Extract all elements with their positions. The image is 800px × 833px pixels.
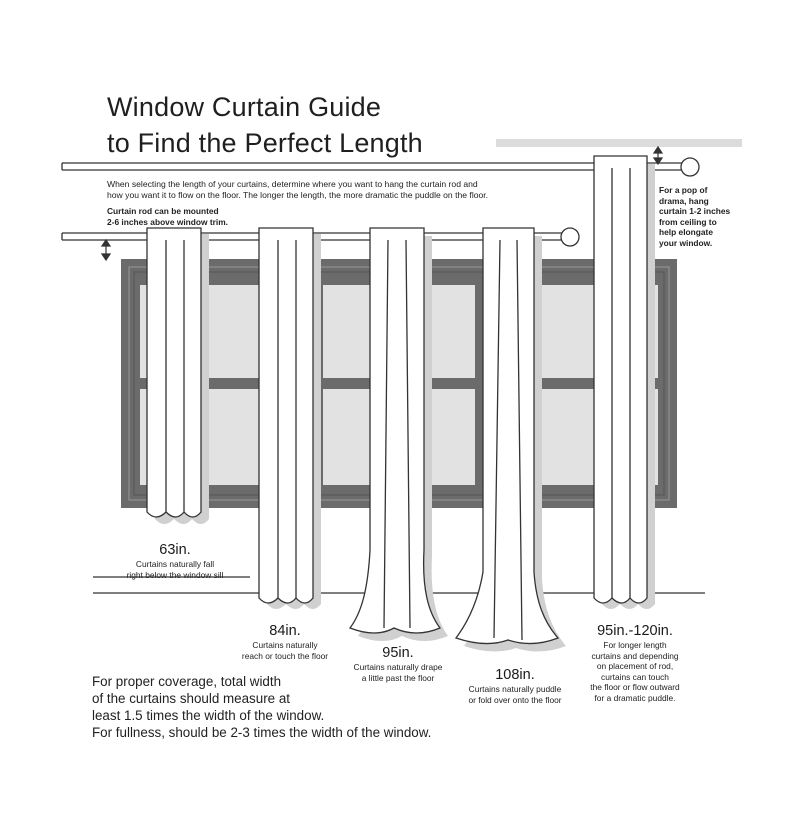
length-desc: curtains can touch [601, 671, 669, 682]
intro-text: When selecting the length of your curtai… [107, 179, 488, 201]
rod-note-line: 2-6 inches above window trim. [107, 216, 228, 227]
intro-line: When selecting the length of your curtai… [107, 179, 478, 189]
coverage-note: For proper coverage, total width of the … [92, 673, 431, 741]
length-value: 63in. [159, 542, 191, 558]
length-desc: Curtains naturally puddle [468, 684, 562, 694]
length-desc: reach or touch the floor [241, 650, 329, 661]
length-value: 95in.-120in. [597, 623, 673, 639]
drama-note: For a pop of drama, hang curtain 1-2 inc… [659, 185, 769, 248]
intro-line: how you want it to flow on the floor. Th… [107, 190, 489, 200]
curtain-63in [146, 227, 209, 524]
length-desc: curtains and depending [591, 650, 679, 661]
length-desc: right below the window sill [126, 569, 224, 580]
drama-note-line: help elongate [659, 227, 713, 237]
rod-mount-note: Curtain rod can be mounted 2-6 inches ab… [107, 206, 228, 227]
length-value: 84in. [269, 623, 301, 639]
drama-note-line: your window. [659, 237, 713, 248]
drama-note-line: For a pop of [659, 185, 708, 195]
label-95in: 95in. Curtains naturally drape a little … [328, 645, 468, 683]
rod-note-line: Curtain rod can be mounted [107, 206, 219, 216]
drama-note-line: from ceiling to [659, 216, 717, 227]
upper-curtain-rod [61, 157, 700, 177]
label-84in: 84in. Curtains naturally reach or touch … [215, 623, 355, 661]
length-desc: for a dramatic puddle. [594, 692, 676, 703]
length-desc: Curtains naturally fall [135, 559, 215, 569]
curtain-84in [258, 227, 321, 609]
length-desc: a little past the floor [361, 672, 435, 683]
length-value: 95in. [382, 645, 414, 661]
drama-note-line: drama, hang [659, 195, 709, 206]
length-desc: Curtains naturally [252, 640, 318, 650]
rod-height-arrow [100, 238, 112, 262]
length-desc: For longer length [603, 640, 667, 650]
curtain-95-120in [593, 155, 655, 609]
ceiling-gap-arrow [652, 145, 664, 166]
title-line-2: to Find the Perfect Length [107, 128, 423, 158]
curtain-108in [454, 227, 566, 652]
coverage-line: For fullness, should be 2-3 times the wi… [92, 725, 432, 740]
length-desc: Curtains naturally drape [353, 662, 443, 672]
curtain-95in [348, 227, 448, 641]
drama-note-line: curtain 1-2 inches [659, 206, 731, 216]
label-108in: 108in. Curtains naturally puddle or fold… [445, 667, 585, 705]
ceiling-bar [496, 139, 742, 147]
page-title: Window Curtain Guide to Find the Perfect… [107, 89, 423, 161]
length-desc: or fold over onto the floor [468, 694, 562, 705]
label-95-120in: 95in.-120in. For longer length curtains … [560, 623, 710, 703]
label-63in: 63in. Curtains naturally fall right belo… [100, 542, 250, 580]
length-value: 108in. [495, 667, 535, 683]
length-desc: on placement of rod, [596, 661, 674, 671]
title-line-1: Window Curtain Guide [107, 92, 382, 122]
coverage-line: For proper coverage, total width [92, 674, 282, 689]
coverage-line: least 1.5 times the width of the window. [92, 708, 325, 723]
coverage-line: of the curtains should measure at [92, 691, 290, 706]
length-desc: the floor or flow outward [590, 682, 680, 692]
